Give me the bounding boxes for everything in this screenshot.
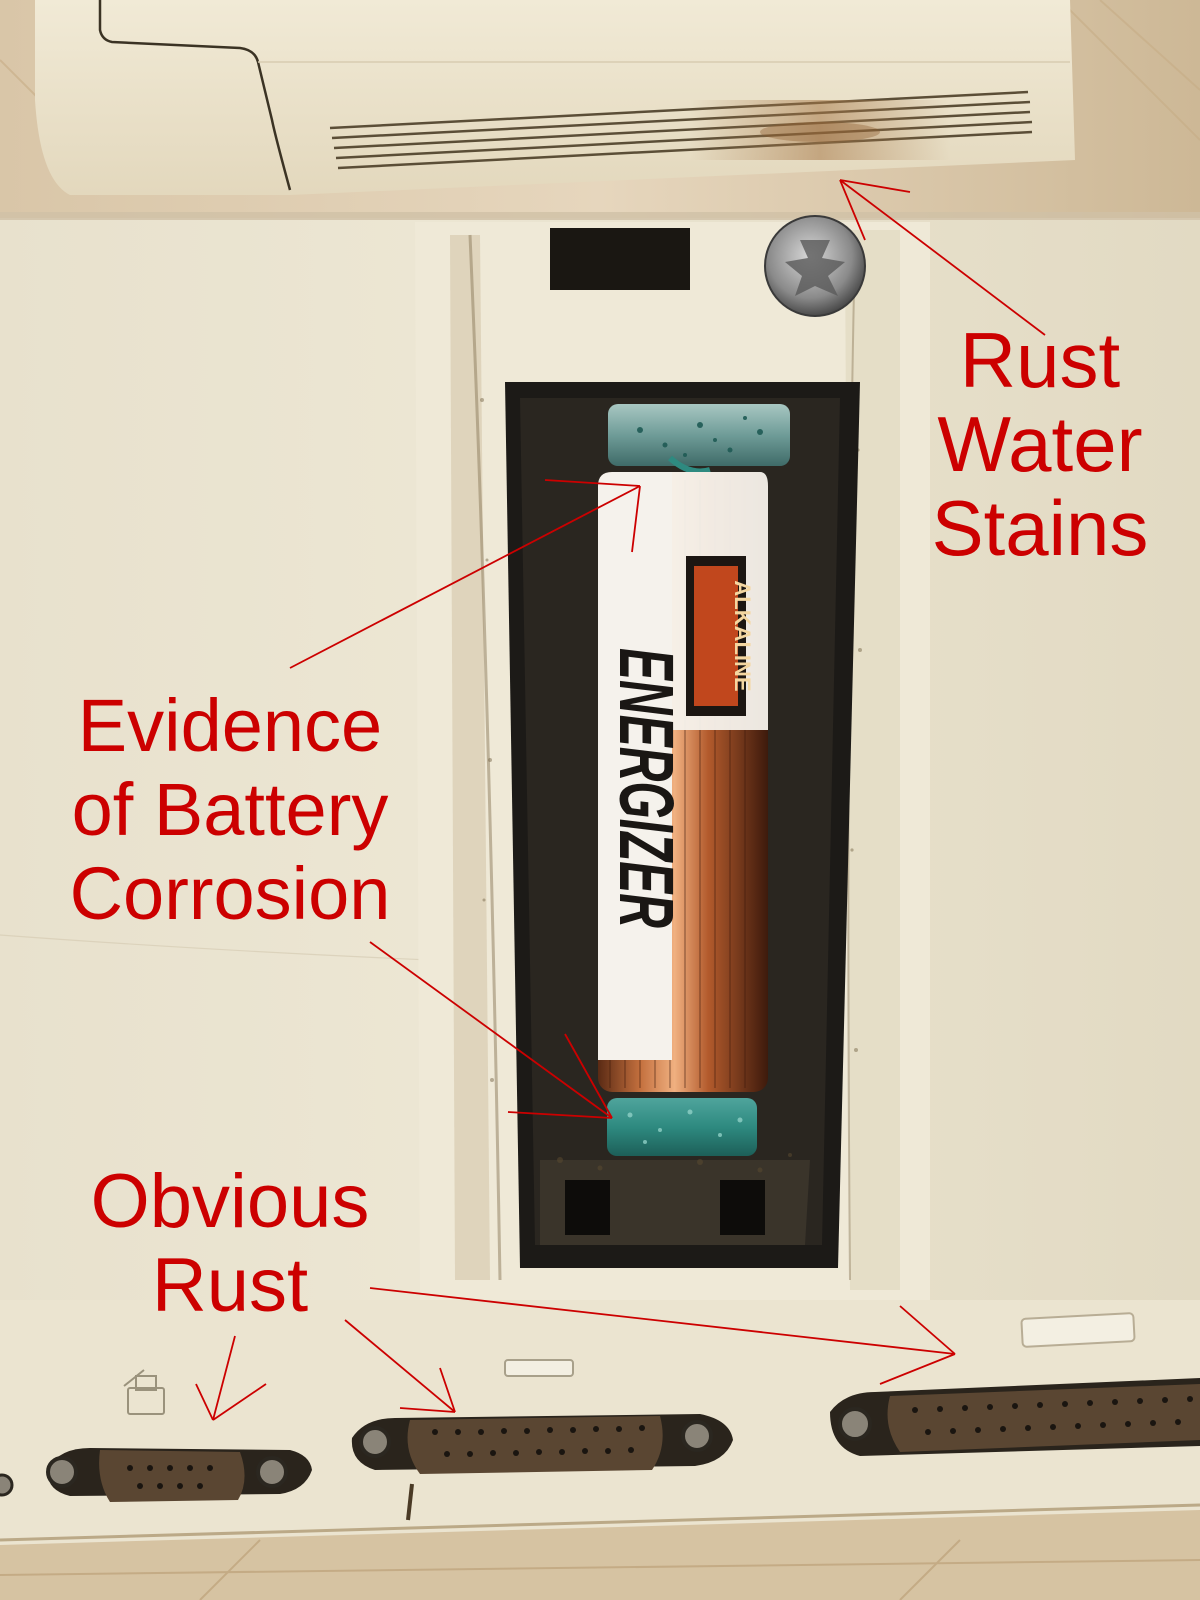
battery-type-text: ALKALINE: [730, 580, 755, 691]
aa-battery: ALKALINE ENERGIZER: [598, 472, 768, 1092]
label-line: Evidence: [77, 684, 383, 767]
arrow-corrosion-top: [289, 485, 641, 669]
port-icon: [123, 1369, 165, 1415]
label-line: Rust: [959, 316, 1121, 404]
top-terminal: [608, 404, 790, 475]
label-line: Stains: [931, 484, 1149, 572]
arrow-rust-port3: [369, 1287, 956, 1355]
label-line: Corrosion: [69, 852, 391, 935]
bottom-terminal: [607, 1098, 757, 1156]
latch-hole: [550, 228, 690, 290]
label-rust-water-stains: Rust Water Stains: [900, 318, 1180, 570]
top-panel: [0, 0, 1200, 222]
db19-port: [351, 1414, 733, 1521]
annotation-arrows: [195, 179, 1046, 1421]
arrow-rust-port2: [344, 1319, 456, 1413]
serial-port-9pin: [46, 1448, 312, 1502]
db25-port: [830, 1378, 1200, 1456]
label-battery-corrosion: Evidence of Battery Corrosion: [40, 684, 420, 936]
battery-brand-text: ENERGIZER: [603, 648, 689, 928]
arrow-rust-water: [839, 179, 1046, 336]
label-line: Rust: [151, 1243, 309, 1328]
rust-stain: [690, 100, 950, 160]
label-line: Water: [937, 400, 1143, 488]
arrow-corrosion-bottom: [369, 941, 613, 1119]
label-obvious-rust: Obvious Rust: [40, 1160, 420, 1328]
bottom-panel: [0, 1300, 1200, 1600]
arrow-rust-port1: [212, 1335, 236, 1421]
middle-panel: ALKALINE ENERGIZER: [0, 215, 1200, 1300]
label-line: of Battery: [71, 768, 389, 851]
label-line: Obvious: [90, 1159, 370, 1244]
screw-icon: [764, 215, 866, 317]
